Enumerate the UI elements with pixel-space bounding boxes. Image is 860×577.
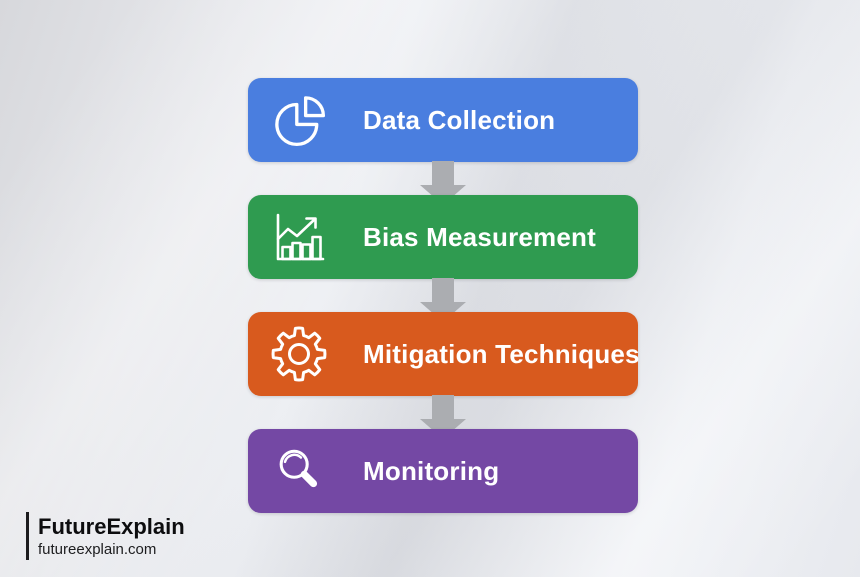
step-label: Data Collection [363, 104, 556, 135]
step-label: Monitoring [363, 455, 500, 486]
pie-chart-icon [268, 89, 330, 151]
magnifier-icon [268, 444, 330, 498]
branding-block: FutureExplain futureexplain.com [26, 512, 185, 560]
step-box-mitigation-techniques: Mitigation Techniques [248, 312, 640, 396]
flow-arrow [420, 161, 466, 205]
step-label: Mitigation Techniques [363, 338, 640, 369]
step-label: Bias Measurement [363, 221, 596, 252]
brand-url: futureexplain.com [38, 540, 157, 558]
gear-icon [268, 326, 330, 382]
step-box-data-collection: Data Collection [248, 78, 638, 162]
flow-arrow [420, 395, 466, 439]
step-box-monitoring: Monitoring [248, 429, 638, 513]
flow-arrow [420, 278, 466, 322]
step-box-bias-measurement: Bias Measurement [248, 195, 638, 279]
brand-title: FutureExplain [38, 513, 185, 539]
bar-chart-icon [268, 209, 330, 265]
branding-divider [26, 512, 29, 560]
